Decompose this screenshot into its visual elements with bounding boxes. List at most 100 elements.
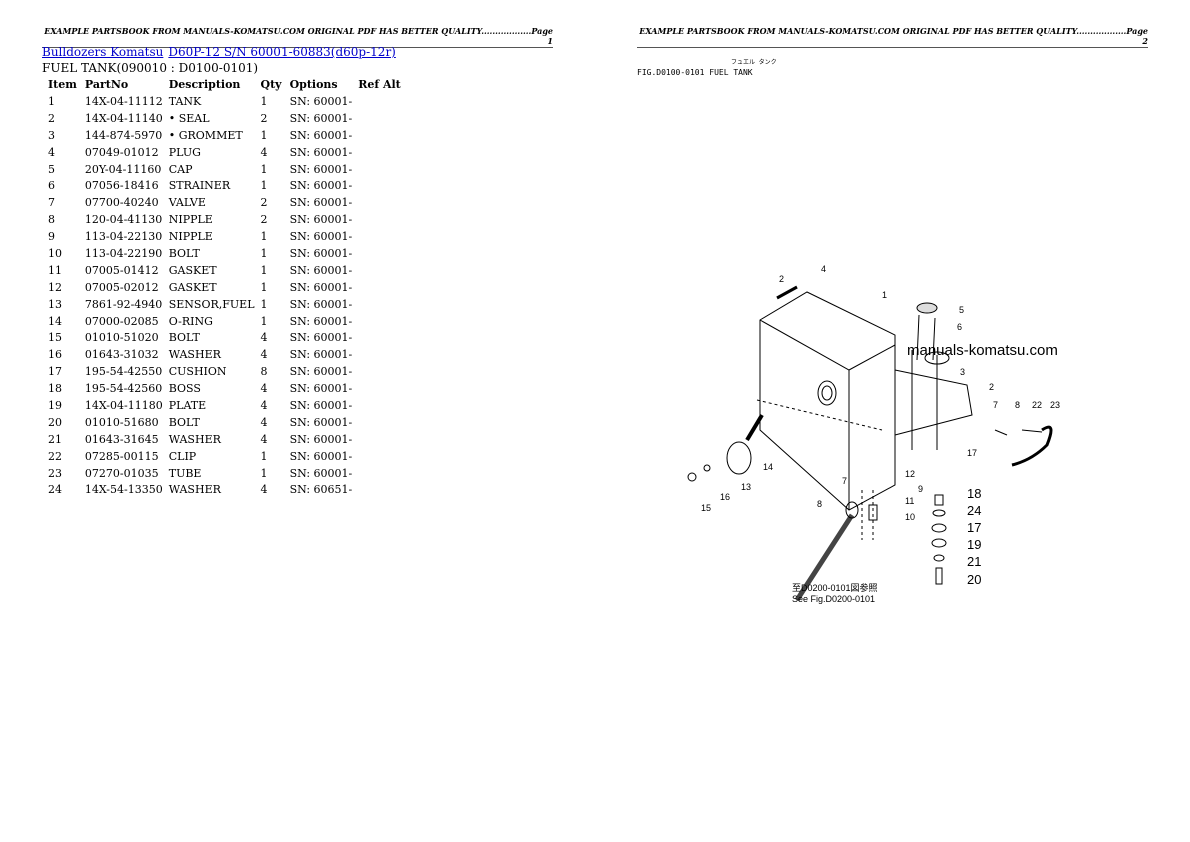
table-cell: • SEAL <box>168 111 210 125</box>
table-cell: 01643-31645 <box>84 432 159 446</box>
callout-number: 7 <box>993 400 998 410</box>
table-cell: SN: 60001- <box>289 297 353 311</box>
table-cell <box>354 329 405 346</box>
table-cell: 07270-01035 <box>84 466 159 480</box>
table-cell: TUBE <box>168 466 202 480</box>
table-cell: BOSS <box>168 382 201 396</box>
tank-body <box>759 291 896 511</box>
table-cell <box>354 397 405 414</box>
table-cell <box>354 262 405 279</box>
table-cell: 1 <box>260 94 268 108</box>
table-cell: 4 <box>260 483 268 497</box>
column-header: Description <box>168 78 241 91</box>
table-cell: 22 <box>48 449 62 463</box>
table-cell: 2 <box>260 196 268 210</box>
table-cell: O-RING <box>168 314 213 328</box>
table-cell: SN: 60001- <box>289 314 353 328</box>
table-cell <box>354 448 405 465</box>
table-cell: VALVE <box>168 196 206 210</box>
callout-number: 11 <box>905 496 914 506</box>
table-cell: BOLT <box>168 246 200 260</box>
table-cell: 23 <box>48 466 62 480</box>
table-cell <box>354 161 405 178</box>
table-cell: SN: 60001- <box>289 348 353 362</box>
table-cell <box>354 279 405 296</box>
table-cell: 8 <box>260 365 268 379</box>
table-cell: SN: 60001- <box>289 365 353 379</box>
table-cell: 4 <box>260 348 268 362</box>
table-cell: 14X-54-13350 <box>84 483 163 497</box>
table-cell: 4 <box>260 432 268 446</box>
table-cell <box>354 245 405 262</box>
table-cell <box>354 194 405 211</box>
table-cell: 7 <box>48 196 55 210</box>
table-cell: 4 <box>260 382 268 396</box>
table-cell: • GROMMET <box>168 128 243 142</box>
table-cell: SN: 60001- <box>289 179 353 193</box>
table-cell: SN: 60001- <box>289 280 353 294</box>
table-cell: SN: 60001- <box>289 331 353 345</box>
table-cell: 2 <box>260 111 268 125</box>
callout-number: 19 <box>967 537 981 552</box>
callout-number: 7 <box>842 476 847 486</box>
table-cell: 1 <box>260 466 268 480</box>
table-cell: 4 <box>260 398 268 412</box>
page1-header: EXAMPLE PARTSBOOK FROM MANUALS-KOMATSU.C… <box>42 26 553 48</box>
breadcrumb-category-link[interactable]: Bulldozers Komatsu <box>42 45 164 59</box>
table-cell <box>354 296 405 313</box>
table-cell: 14X-04-11112 <box>84 94 163 108</box>
table-cell <box>354 144 405 161</box>
table-cell: WASHER <box>168 432 221 446</box>
table-cell: 120-04-41130 <box>84 213 163 227</box>
column-header: Item <box>48 78 77 91</box>
table-cell: 4 <box>260 415 268 429</box>
table-cell: WASHER <box>168 483 221 497</box>
table-cell: 9 <box>48 230 55 244</box>
table-cell <box>354 127 405 144</box>
table-cell: 19 <box>48 398 62 412</box>
see-ref-jp: 至D0200-0101図参照 <box>792 583 878 593</box>
callout-number: 15 <box>701 503 711 513</box>
table-cell: 113-04-22190 <box>84 246 163 260</box>
callout-number: 17 <box>967 520 981 535</box>
breadcrumb-model-link[interactable]: D60P-12 S/N 60001-60883(d60p-12r) <box>168 45 396 59</box>
table-cell: 1 <box>260 314 268 328</box>
callout-number: 10 <box>905 512 915 522</box>
table-cell: 4 <box>260 331 268 345</box>
page2-header: EXAMPLE PARTSBOOK FROM MANUALS-KOMATSU.C… <box>637 26 1148 48</box>
table-cell: 07000-02085 <box>84 314 159 328</box>
table-cell: CUSHION <box>168 365 227 379</box>
table-cell: 4 <box>48 145 55 159</box>
table-cell: 24 <box>48 483 62 497</box>
table-cell: SN: 60001- <box>289 94 353 108</box>
table-cell: 20 <box>48 415 62 429</box>
table-cell: 07005-01412 <box>84 263 159 277</box>
callout-number: 12 <box>905 469 915 479</box>
callout-number: 6 <box>957 322 962 332</box>
see-figure-reference: 至D0200-0101図参照 See Fig.D0200-0101 <box>792 583 878 605</box>
table-cell: 1 <box>48 94 55 108</box>
callout-number: 22 <box>1032 400 1042 410</box>
table-cell: PLUG <box>168 145 201 159</box>
table-cell <box>354 363 405 380</box>
table-cell: SN: 60001- <box>289 246 353 260</box>
table-cell: 20Y-04-11160 <box>84 162 162 176</box>
table-cell: 1 <box>260 449 268 463</box>
table-cell: 14X-04-11180 <box>84 398 163 412</box>
